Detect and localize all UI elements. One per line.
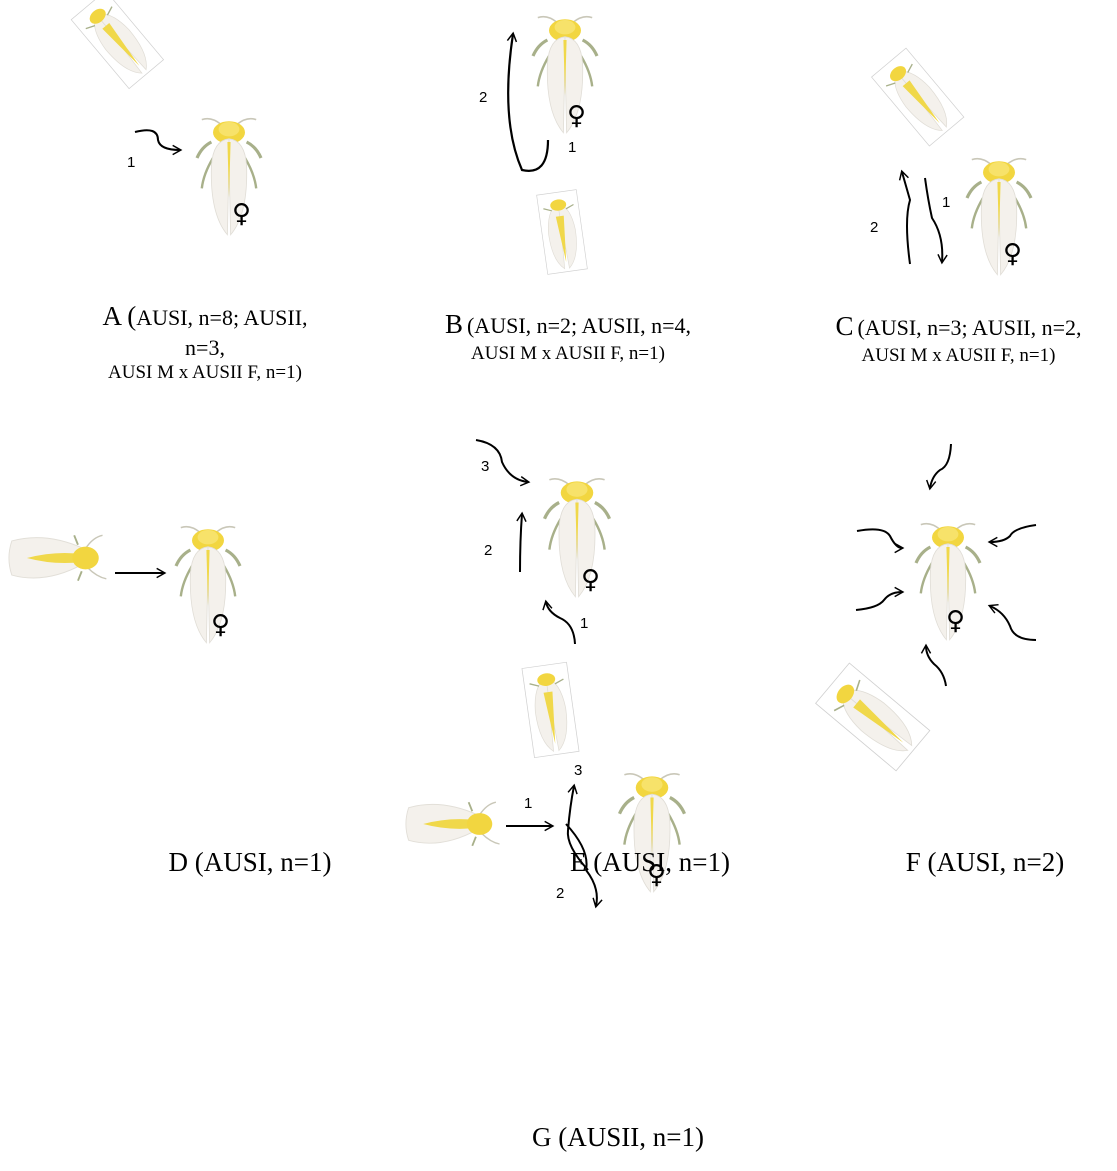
approach-arrow-f-upper-right	[990, 525, 1036, 542]
male-whitefly-f	[816, 663, 930, 771]
step-label-g1: 1	[524, 795, 532, 812]
step-label-b2: 2	[479, 89, 487, 106]
male-whitefly-a	[71, 0, 163, 89]
approach-arrow-a1	[135, 130, 180, 150]
caption-a-line3: AUSI M x AUSII F, n=1)	[55, 361, 355, 385]
male-whitefly-c	[872, 48, 964, 146]
panel-f: ♀	[816, 444, 1036, 771]
approach-arrow-e1	[546, 602, 575, 644]
approach-arrow-c2	[902, 172, 910, 264]
caption-c-letter: C	[835, 311, 853, 341]
panel-d: ♀	[9, 527, 240, 643]
panel-c: 2 1 ♀	[870, 48, 1031, 275]
female-symbol-f: ♀	[946, 606, 965, 636]
caption-a-line2: n=3,	[55, 334, 355, 362]
caption-a-letter: A (	[102, 301, 136, 331]
caption-e: E (AUSI, n=1)	[520, 846, 780, 880]
step-label-g3: 3	[574, 762, 582, 779]
male-whitefly-d	[9, 535, 106, 580]
caption-b-line2: AUSI M x AUSII F, n=1)	[408, 342, 728, 366]
caption-b-line1: (AUSI, n=2; AUSII, n=4,	[467, 313, 691, 338]
approach-arrow-b2	[508, 34, 548, 171]
caption-a: A (AUSI, n=8; AUSII, n=3, AUSI M x AUSII…	[55, 300, 355, 385]
caption-b-letter: B	[445, 309, 463, 339]
female-symbol-a: ♀	[232, 199, 251, 229]
approach-arrow-f-top	[930, 444, 951, 488]
female-symbol-c: ♀	[1003, 239, 1022, 269]
step-label-c2: 2	[870, 219, 878, 236]
panel-a: 1 ♀	[71, 0, 261, 235]
male-whitefly-g	[406, 802, 500, 846]
approach-arrow-f-upper-left	[857, 529, 902, 548]
approach-arrow-e2	[520, 514, 522, 572]
male-whitefly-b	[537, 190, 588, 275]
male-whitefly-e	[522, 662, 579, 757]
approach-arrow-f-lower-left	[856, 592, 902, 610]
step-label-a1: 1	[127, 154, 135, 171]
caption-g: G (AUSII, n=1)	[488, 1121, 748, 1155]
step-label-g2: 2	[556, 885, 564, 902]
female-symbol-b: ♀	[567, 101, 586, 131]
step-label-c1: 1	[942, 194, 950, 211]
panel-b: 2 1 ♀	[479, 17, 597, 275]
caption-c: C (AUSI, n=3; AUSII, n=2, AUSI M x AUSII…	[800, 310, 1117, 368]
step-label-e1: 1	[580, 615, 588, 632]
step-label-e3: 3	[481, 458, 489, 475]
female-whitefly-d	[176, 527, 240, 643]
female-symbol-e: ♀	[581, 565, 600, 595]
approach-arrow-f-bottom	[926, 646, 946, 686]
caption-d: D (AUSI, n=1)	[120, 846, 380, 880]
approach-arrow-c1	[925, 178, 942, 262]
step-label-e2: 2	[484, 542, 492, 559]
panel-e: 3 2 1 ♀	[476, 440, 610, 758]
caption-f: F (AUSI, n=2)	[855, 846, 1115, 880]
caption-c-line1: (AUSI, n=3; AUSII, n=2,	[857, 315, 1081, 340]
caption-b: B (AUSI, n=2; AUSII, n=4, AUSI M x AUSII…	[408, 308, 728, 366]
caption-a-line1: AUSI, n=8; AUSII,	[136, 305, 307, 330]
panel-g: 1 2 3 ♀	[406, 762, 685, 906]
female-symbol-d: ♀	[211, 610, 230, 640]
approach-arrow-f-lower-right	[990, 606, 1036, 640]
female-whitefly-a	[197, 119, 261, 235]
step-label-b1: 1	[568, 139, 576, 156]
caption-c-line2: AUSI M x AUSII F, n=1)	[800, 344, 1117, 368]
female-whitefly-b	[533, 17, 597, 133]
